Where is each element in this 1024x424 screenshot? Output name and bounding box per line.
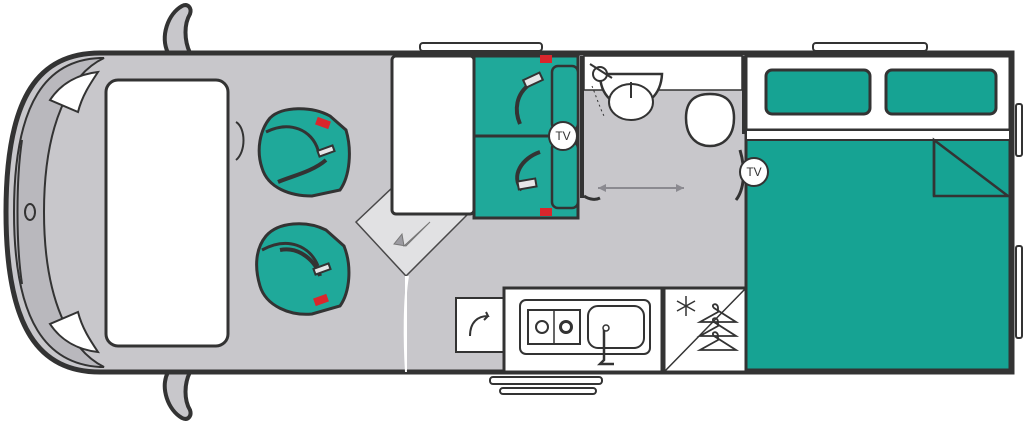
tv-rear-label: TV [746, 165, 761, 179]
window-top-2 [812, 42, 928, 52]
headlight-top [48, 70, 101, 114]
window-bottom-2 [499, 387, 597, 395]
rotate-arrow-icon [469, 311, 490, 337]
kitchen-unit [455, 286, 664, 374]
table-move-arrow-icon [393, 221, 431, 247]
mirror-top [162, 3, 194, 55]
pillow-left [764, 68, 872, 116]
fridge-wardrobe-unit [662, 286, 748, 374]
cab-seat-driver [257, 107, 351, 198]
rear-bed [744, 54, 1012, 372]
cab-seat-passenger [255, 222, 351, 316]
toilet [684, 92, 736, 148]
window-top-1 [419, 42, 543, 52]
snowflake-icon [676, 296, 696, 316]
double-arrow-icon [598, 184, 684, 192]
mirror-bottom [162, 370, 194, 421]
coat-hanger-icon [696, 303, 740, 351]
headlight-bottom [48, 310, 101, 354]
washroom [580, 55, 746, 201]
tv-rear: TV [739, 157, 769, 187]
dining-table [390, 54, 476, 216]
van-badge [24, 203, 36, 221]
windscreen-dashboard [104, 78, 230, 348]
pillow-right [884, 68, 998, 116]
window-rear-top [1015, 103, 1023, 157]
tv-front: TV [548, 121, 578, 151]
tv-front-label: TV [555, 129, 570, 143]
cab-front [12, 57, 105, 368]
steering-mark [235, 121, 245, 161]
window-bottom-1 [489, 376, 603, 385]
grille-line [16, 139, 23, 285]
window-rear-bottom [1015, 245, 1023, 339]
